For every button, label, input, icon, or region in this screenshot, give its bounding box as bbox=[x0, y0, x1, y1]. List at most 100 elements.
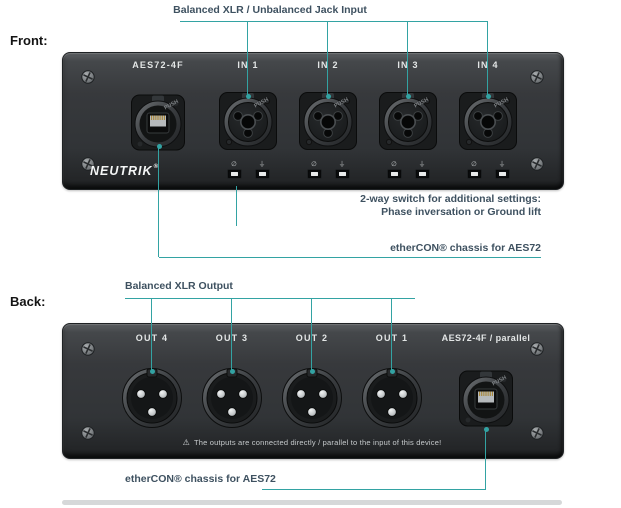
output-port-label: OUT 2 bbox=[295, 333, 329, 343]
annotation-line bbox=[151, 298, 152, 370]
annotation-dot bbox=[405, 93, 411, 99]
combo-input-connector: PUSH bbox=[219, 92, 277, 150]
annotation-line bbox=[158, 146, 159, 257]
switch-knob bbox=[310, 172, 318, 176]
annotation-line bbox=[180, 21, 488, 22]
switch-knob bbox=[470, 172, 478, 176]
annotation-line bbox=[125, 298, 415, 299]
annotation-line bbox=[487, 21, 488, 95]
output-annotation: Balanced XLR Output bbox=[125, 280, 233, 292]
screw-icon bbox=[530, 157, 544, 171]
switch-unit: ∅ bbox=[467, 161, 481, 178]
phase-symbol: ∅ bbox=[231, 161, 237, 168]
input-port-label: IN 4 bbox=[477, 60, 499, 70]
input-port-label: IN 3 bbox=[397, 60, 419, 70]
phase-symbol: ∅ bbox=[391, 161, 397, 168]
annotation-line bbox=[247, 21, 248, 95]
input-port-label: IN 2 bbox=[317, 60, 339, 70]
annotation-dot bbox=[483, 426, 489, 432]
annotation-line bbox=[485, 429, 486, 489]
switch-knob bbox=[338, 172, 346, 176]
ground-symbol: ⏚ bbox=[418, 161, 426, 168]
xlr-output-connector bbox=[282, 368, 342, 428]
switch-knob bbox=[230, 172, 238, 176]
output-port-label: OUT 1 bbox=[375, 333, 409, 343]
annotation-line bbox=[262, 489, 486, 490]
switch-knob bbox=[390, 172, 398, 176]
switch-unit: ⏚ bbox=[495, 161, 509, 178]
ethercon-port-label: AES72-4F bbox=[132, 60, 184, 70]
ethercon-annotation-front: etherCON® chassis for AES72 bbox=[390, 242, 541, 254]
annotation-dot bbox=[309, 368, 315, 374]
ground-lift-switch bbox=[255, 170, 269, 178]
phase-symbol: ∅ bbox=[311, 161, 317, 168]
switch-annotation-line2: Phase inversation or Ground lift bbox=[381, 206, 541, 218]
warning-icon: ⚠ bbox=[182, 438, 190, 447]
screw-icon bbox=[530, 70, 544, 84]
ground-lift-switch bbox=[415, 170, 429, 178]
xlr-output-connector bbox=[362, 368, 422, 428]
switch-annotation-line1: 2-way switch for additional settings: bbox=[360, 193, 541, 205]
xlr-output-connector bbox=[122, 368, 182, 428]
combo-input-connector: PUSH bbox=[299, 92, 357, 150]
brand-name: NEUTRIK bbox=[90, 164, 153, 178]
screw-icon bbox=[530, 426, 544, 440]
ground-symbol: ⏚ bbox=[338, 161, 346, 168]
ground-symbol: ⏚ bbox=[498, 161, 506, 168]
ground-lift-switch bbox=[335, 170, 349, 178]
phase-switch bbox=[307, 170, 321, 178]
combo-input-connector: PUSH bbox=[459, 92, 517, 150]
switch-unit: ⏚ bbox=[415, 161, 429, 178]
annotation-line bbox=[231, 298, 232, 370]
annotation-dot bbox=[149, 368, 155, 374]
ethercon-annotation-back: etherCON® chassis for AES72 bbox=[125, 473, 276, 485]
ground-symbol: ⏚ bbox=[258, 161, 266, 168]
switch-knob bbox=[418, 172, 426, 176]
brand-registered-mark: ® bbox=[153, 164, 159, 170]
switch-knob bbox=[258, 172, 266, 176]
switch-knob bbox=[498, 172, 506, 176]
ethercon-port-label: AES72-4F / parallel bbox=[441, 333, 531, 343]
annotation-line bbox=[159, 257, 541, 258]
front-section-label: Front: bbox=[10, 33, 48, 48]
annotation-dot bbox=[389, 368, 395, 374]
warning-text: The outputs are connected directly / par… bbox=[193, 438, 442, 447]
warning-note: ⚠The outputs are connected directly / pa… bbox=[62, 438, 562, 447]
back-section-label: Back: bbox=[10, 294, 46, 309]
screw-icon bbox=[81, 70, 95, 84]
annotation-line bbox=[391, 298, 392, 370]
annotation-line bbox=[327, 21, 328, 95]
screw-icon bbox=[81, 342, 95, 356]
phase-switch bbox=[467, 170, 481, 178]
switch-unit: ∅ bbox=[387, 161, 401, 178]
switch-annotation: 2-way switch for additional settings: Ph… bbox=[280, 193, 541, 219]
annotation-dot bbox=[156, 143, 162, 149]
switch-unit: ⏚ bbox=[335, 161, 349, 178]
switch-unit: ∅ bbox=[307, 161, 321, 178]
output-port-label: OUT 3 bbox=[215, 333, 249, 343]
input-annotation: Balanced XLR / Unbalanced Jack Input bbox=[173, 4, 367, 16]
screw-icon bbox=[81, 157, 95, 171]
xlr-output-connector bbox=[202, 368, 262, 428]
switch-unit: ⏚ bbox=[255, 161, 269, 178]
ground-lift-switch bbox=[495, 170, 509, 178]
phase-switch bbox=[227, 170, 241, 178]
ethercon-connector: PUSH bbox=[131, 94, 185, 151]
switch-unit: ∅ bbox=[227, 161, 241, 178]
output-port-label: OUT 4 bbox=[135, 333, 169, 343]
annotation-dot bbox=[325, 93, 331, 99]
phase-symbol: ∅ bbox=[471, 161, 477, 168]
annotation-line bbox=[407, 21, 408, 95]
brand-logo: NEUTRIK® bbox=[90, 164, 159, 178]
screw-icon bbox=[81, 426, 95, 440]
phase-switch bbox=[387, 170, 401, 178]
page-divider bbox=[62, 500, 562, 505]
ethercon-connector: PUSH bbox=[459, 370, 513, 427]
input-port-label: IN 1 bbox=[237, 60, 259, 70]
annotation-dot bbox=[485, 93, 491, 99]
annotation-line bbox=[311, 298, 312, 370]
combo-input-connector: PUSH bbox=[379, 92, 437, 150]
screw-icon bbox=[530, 342, 544, 356]
annotation-line bbox=[236, 186, 237, 226]
